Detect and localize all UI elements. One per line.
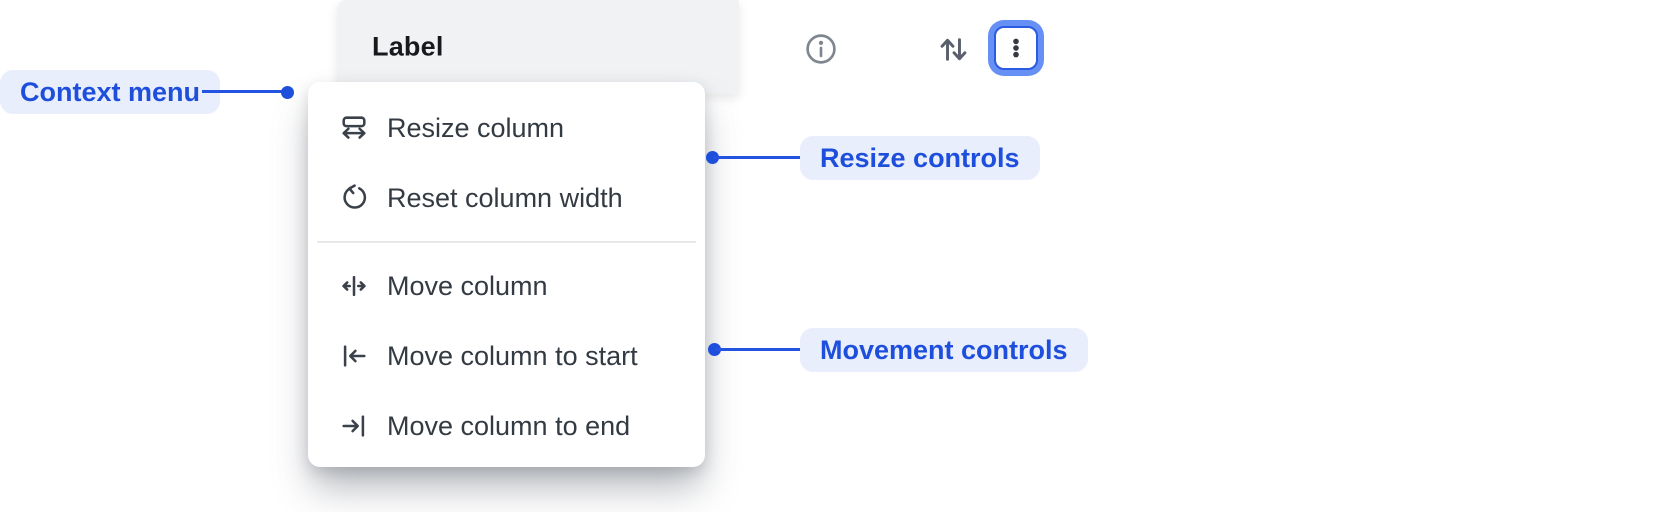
move-column-start-icon <box>339 341 369 371</box>
move-column-end-icon <box>339 411 369 441</box>
menu-item-label: Move column to start <box>387 340 638 371</box>
menu-item-move-column-to-end[interactable]: Move column to end <box>308 391 705 461</box>
annotation-movement-controls-dot <box>708 343 721 356</box>
move-column-icon <box>339 271 369 301</box>
kebab-menu-button[interactable] <box>994 26 1038 70</box>
table-column-header: Label <box>337 0 1038 94</box>
resize-column-icon <box>339 113 369 143</box>
menu-item-label: Move column <box>387 270 548 301</box>
info-icon[interactable] <box>804 32 838 66</box>
menu-divider <box>317 241 696 243</box>
column-header-label: Label <box>372 31 444 62</box>
annotation-context-menu-line <box>202 90 282 93</box>
sort-arrows-icon[interactable] <box>936 31 971 68</box>
annotation-resize-controls-line <box>713 156 800 159</box>
menu-item-move-column-to-start[interactable]: Move column to start <box>308 321 705 391</box>
menu-item-resize-column[interactable]: Resize column <box>308 93 705 163</box>
kebab-menu-icon <box>1013 38 1019 58</box>
menu-item-reset-column-width[interactable]: Reset column width <box>308 163 705 233</box>
annotation-resize-controls-dot <box>706 151 719 164</box>
annotation-movement-controls-line <box>715 348 800 351</box>
annotation-resize-controls: Resize controls <box>800 136 1040 180</box>
context-menu: Resize column Reset column width Move co… <box>308 82 705 467</box>
annotation-context-menu-dot <box>281 86 294 99</box>
menu-item-label: Move column to end <box>387 410 631 441</box>
menu-item-move-column[interactable]: Move column <box>308 251 705 321</box>
reset-column-width-icon <box>339 183 369 213</box>
menu-item-label: Reset column width <box>387 182 623 213</box>
annotation-context-menu: Context menu <box>0 70 221 114</box>
annotation-movement-controls: Movement controls <box>800 328 1088 372</box>
menu-item-label: Resize column <box>387 112 565 143</box>
